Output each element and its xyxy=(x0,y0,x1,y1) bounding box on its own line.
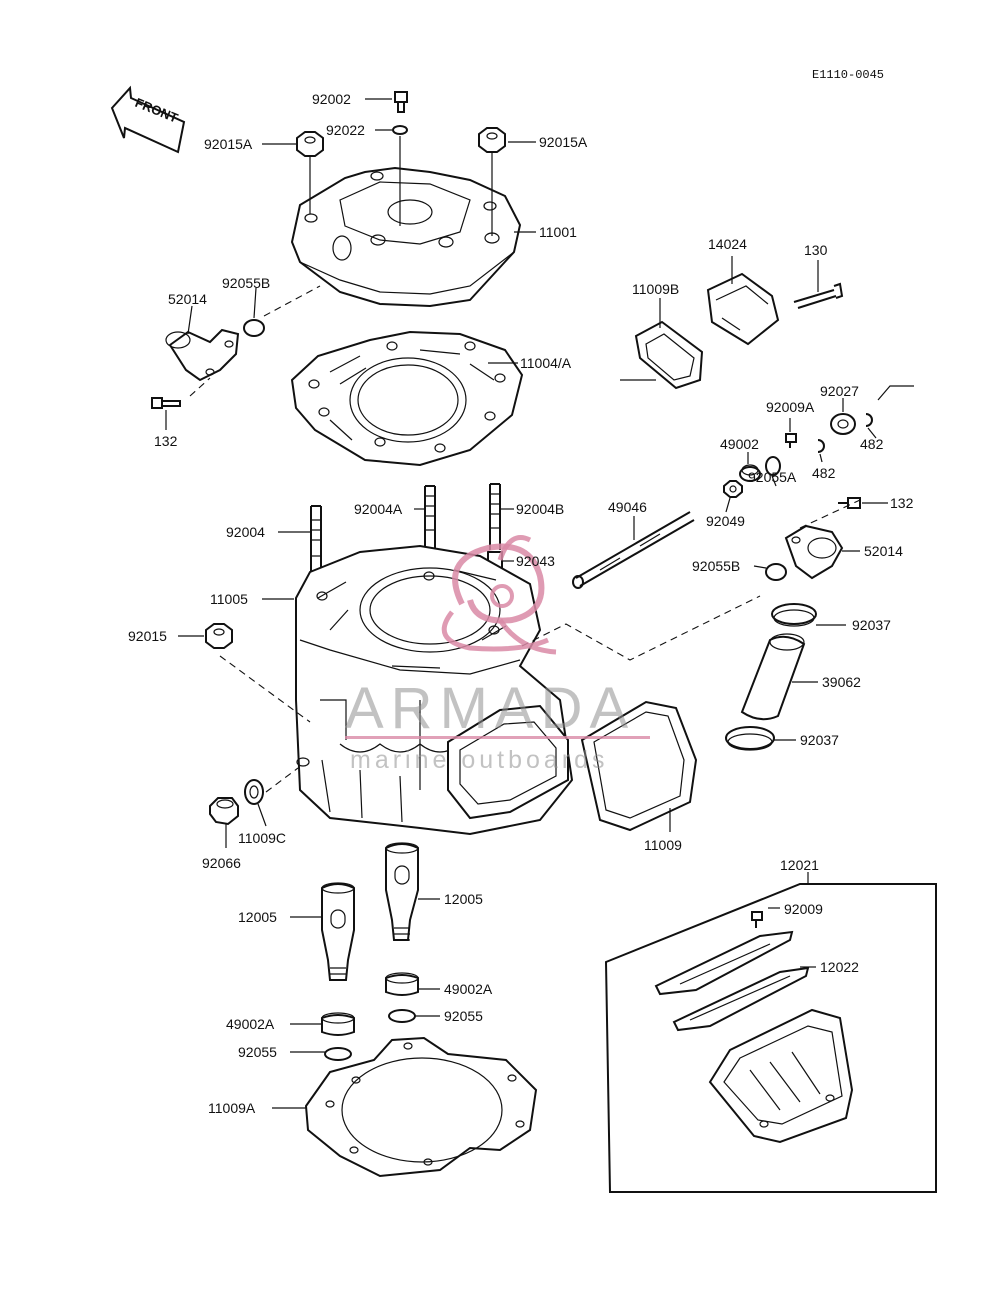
part-label-92015: 92015 xyxy=(128,628,167,644)
o-ring-92055b-right xyxy=(765,563,787,581)
watermark-tagline: marine outboards xyxy=(350,746,609,774)
part-label-49002: 49002 xyxy=(720,436,759,452)
elbow-fitting-left xyxy=(165,328,240,382)
part-label-11009a: 11009A xyxy=(208,1100,256,1116)
part-label-92055b-right: 92055B xyxy=(692,558,740,574)
drain-plug-drawing xyxy=(209,779,264,826)
part-label-92055-left: 92055 xyxy=(238,1044,277,1060)
part-label-132-left: 132 xyxy=(154,433,178,449)
exhaust-gasket-drawing xyxy=(580,700,698,832)
part-label-92022: 92022 xyxy=(326,122,365,138)
part-label-52014-left: 52014 xyxy=(168,291,207,307)
nut-92015 xyxy=(205,623,233,649)
elbow-fitting-right xyxy=(784,524,844,580)
part-label-14024: 14024 xyxy=(708,236,747,252)
assembly-lines xyxy=(189,285,861,793)
leader-lines xyxy=(165,98,888,1109)
part-label-49002a-right: 49002A xyxy=(444,981,493,997)
part-label-11009b: 11009B xyxy=(632,281,679,297)
part-label-11009c: 11009C xyxy=(238,830,286,846)
part-label-12022: 12022 xyxy=(820,959,859,975)
watermark-rule xyxy=(345,736,650,739)
part-label-12005-right: 12005 xyxy=(444,891,483,907)
diagram-code: E1110-0045 xyxy=(812,68,884,82)
part-label-92009: 92009 xyxy=(784,901,823,917)
part-label-12021: 12021 xyxy=(780,857,819,873)
cover-group-drawing xyxy=(620,272,844,390)
watermark-logo-icon xyxy=(441,535,557,655)
part-label-92049: 92049 xyxy=(706,513,745,529)
watermark: ARMADA marine outboards xyxy=(345,535,650,774)
part-label-11004a: 11004/A xyxy=(520,355,572,371)
head-gasket-drawing xyxy=(290,330,524,467)
part-label-39062: 39062 xyxy=(822,674,861,690)
valves-drawing xyxy=(321,842,419,1061)
part-label-11005: 11005 xyxy=(210,591,248,607)
part-label-92009a: 92009A xyxy=(766,399,815,415)
part-label-92015a-right: 92015A xyxy=(539,134,588,150)
part-label-92055-right: 92055 xyxy=(444,1008,483,1024)
part-label-49002a-left: 49002A xyxy=(226,1016,275,1032)
part-label-92043: 92043 xyxy=(516,553,555,569)
part-label-92066: 92066 xyxy=(202,855,241,871)
hose-clamp-drawing xyxy=(725,603,817,751)
part-label-11009: 11009 xyxy=(644,837,682,853)
part-label-92015a-left: 92015A xyxy=(204,136,253,152)
part-label-130: 130 xyxy=(804,242,828,258)
part-label-12005-left: 12005 xyxy=(238,909,277,925)
part-label-92037-top: 92037 xyxy=(852,617,891,633)
part-label-132-right: 132 xyxy=(890,495,914,511)
bolt-132-left xyxy=(151,397,181,409)
part-label-92055b-top: 92055B xyxy=(222,275,270,291)
watermark-brand: ARMADA xyxy=(345,676,635,741)
part-labels: 92002 92022 92015A 92015A 11001 92055B 5… xyxy=(128,91,914,1116)
part-label-49046: 49046 xyxy=(608,499,647,515)
part-label-92004a: 92004A xyxy=(354,501,403,517)
part-label-482-a: 482 xyxy=(860,436,884,452)
o-ring-92055b xyxy=(243,319,265,337)
part-label-92002: 92002 xyxy=(312,91,351,107)
nut-92015-hole xyxy=(213,628,225,636)
part-label-92004: 92004 xyxy=(226,524,265,540)
part-label-92004b: 92004B xyxy=(516,501,564,517)
rod-49046-drawing xyxy=(572,511,695,589)
part-label-92037-bottom: 92037 xyxy=(800,732,839,748)
part-label-92055a: 92055A xyxy=(748,469,797,485)
part-label-52014-right: 52014 xyxy=(864,543,903,559)
reed-valve-box xyxy=(604,883,937,1193)
cylinder-head-drawing xyxy=(290,91,522,308)
small-parts-drawing xyxy=(723,385,914,509)
base-gasket-drawing xyxy=(304,1036,538,1178)
part-label-482-b: 482 xyxy=(812,465,836,481)
part-label-92027: 92027 xyxy=(820,383,859,399)
front-arrow-icon: FRONT xyxy=(110,85,186,154)
part-label-11001: 11001 xyxy=(539,224,577,240)
